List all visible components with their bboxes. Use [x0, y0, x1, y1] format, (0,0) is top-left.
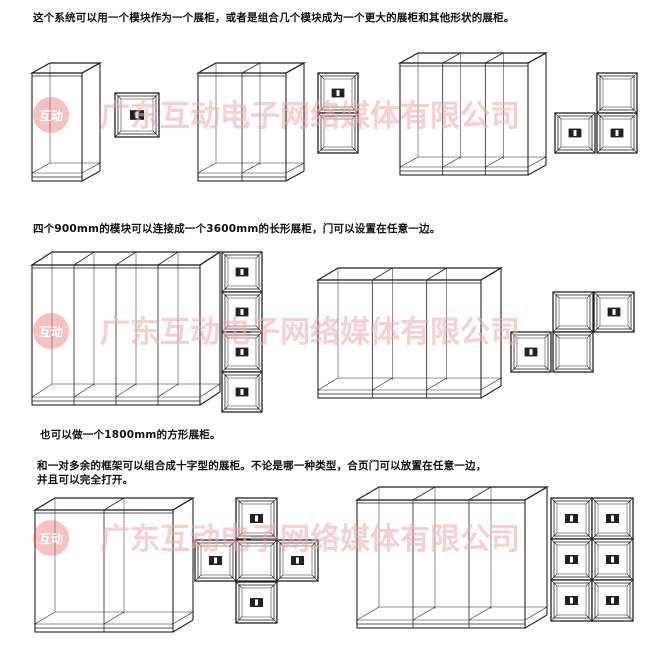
cabinet-triple-l: [397, 52, 549, 176]
caption-square-cabinet: 也可以做一个1800mm的方形展柜。: [40, 429, 221, 441]
watermark-3: 互动 广东互动电子网络媒体有限公司: [33, 520, 520, 557]
cabinet-double: [195, 62, 307, 182]
watermark-text: 广东互动电子网络媒体有限公司: [100, 99, 520, 134]
caption-long-cabinet: 四个900mm的模块可以连接成一个3600mm的长形展柜，门可以设置在任意一边。: [33, 223, 441, 235]
cabinet-single: [29, 62, 103, 182]
plan-long-3600: [221, 251, 263, 413]
watermark-logo: 互动: [39, 532, 63, 546]
plan-square-1800: [510, 291, 635, 373]
cabinet-cross-left: [32, 497, 196, 633]
watermark-1: 互动 广东互动电子网络媒体有限公司: [33, 97, 520, 134]
cabinet-square-1800: [315, 267, 504, 399]
caption-cross-cabinet: 和一对多余的框架可以组合成十字型的展柜。不论是哪一种类型，合页门可以放置在任意一…: [37, 460, 487, 472]
plan-cross-right: [550, 497, 634, 622]
cabinet-long-3600: [29, 251, 223, 406]
plan-triple-l: [554, 72, 638, 154]
watermark-2: 互动 广东互动电子网络媒体有限公司: [33, 313, 520, 350]
plan-double: [317, 72, 359, 154]
watermark-text: 广东互动电子网络媒体有限公司: [100, 315, 520, 350]
cabinet-cross-right: [354, 486, 550, 629]
plan-single: [114, 92, 160, 138]
watermark-text: 广东互动电子网络媒体有限公司: [100, 522, 520, 557]
plan-cross-left: [194, 497, 319, 624]
caption-cross-cabinet-2: 并且可以完全打开。: [37, 474, 134, 486]
caption-single-module: 这个系统可以用一个模块作为一个展柜，或者是组合几个模块成为一个更大的展柜和其他形…: [33, 12, 515, 24]
watermark-logo: 互动: [39, 325, 63, 339]
watermark-logo: 互动: [39, 109, 63, 123]
